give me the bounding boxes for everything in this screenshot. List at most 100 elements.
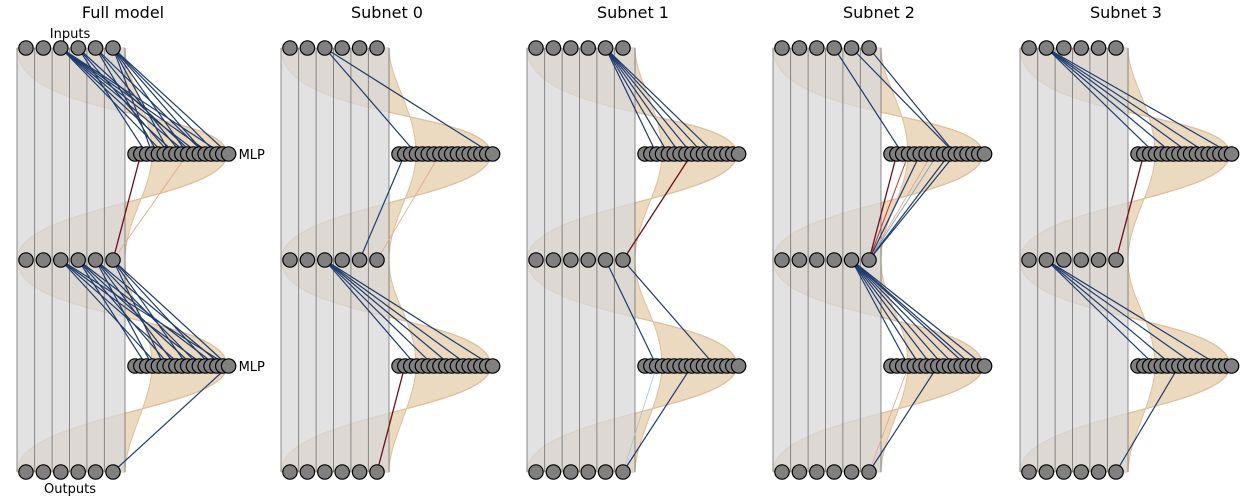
panel-title: Subnet 3 — [1090, 3, 1162, 22]
connection-edge — [324, 259, 435, 367]
connection-edge — [850, 259, 921, 367]
connection-edge — [1045, 47, 1192, 155]
connection-edge — [77, 47, 148, 155]
connection-edge — [1045, 47, 1174, 155]
mlp-neuron-l0 — [220, 146, 237, 162]
residual-node-2 — [826, 464, 842, 480]
panel-2: Subnet 1 — [526, 3, 747, 480]
panel-0: Full model — [16, 3, 237, 480]
residual-node-2 — [843, 464, 860, 480]
residual-node-2 — [580, 464, 596, 480]
connection-edge — [376, 365, 406, 473]
residual-node-0 — [580, 40, 596, 56]
connection-edge — [868, 153, 939, 261]
residual-node-1 — [105, 252, 121, 268]
connection-edge — [868, 153, 921, 261]
connection-edge — [60, 259, 183, 367]
residual-node-2 — [615, 464, 631, 480]
residual-node-1 — [826, 252, 842, 268]
connection-edge — [850, 259, 910, 367]
panel-title: Subnet 1 — [597, 3, 669, 22]
connection-edge — [324, 259, 453, 367]
connection-edge — [60, 47, 200, 155]
residual-node-2 — [70, 464, 86, 480]
residual-node-0 — [70, 40, 86, 56]
mlp-neuron-l0 — [976, 146, 993, 162]
connection-edge — [324, 47, 494, 155]
residual-node-0 — [87, 40, 104, 56]
residual-node-0 — [18, 40, 34, 56]
residual-node-1 — [791, 252, 808, 268]
outputs-label: Outputs — [44, 482, 96, 497]
residual-node-1 — [299, 252, 316, 268]
residual-node-0 — [52, 40, 69, 56]
connection-edge — [868, 153, 898, 261]
residual-node-2 — [1021, 464, 1037, 480]
connection-edge — [868, 153, 956, 261]
mlp-neuron-l1 — [484, 358, 501, 374]
connection-edge — [112, 47, 218, 155]
residual-node-2 — [774, 464, 790, 480]
connection-edge — [868, 153, 910, 261]
connection-edge — [868, 365, 909, 473]
residual-node-1 — [35, 252, 52, 268]
connection-edge — [604, 259, 658, 367]
connection-edge — [622, 365, 693, 473]
connection-edge — [1115, 153, 1145, 261]
residual-node-0 — [528, 40, 544, 56]
connection-edge — [324, 259, 494, 367]
residual-node-1 — [369, 252, 385, 268]
residual-node-0 — [597, 40, 614, 56]
residual-node-0 — [351, 40, 368, 56]
residual-node-1 — [18, 252, 34, 268]
panel-4: Subnet 3 — [1019, 3, 1240, 480]
mlp-neuron-l0 — [1223, 146, 1240, 162]
residual-node-0 — [615, 40, 631, 56]
mlp-label-layer-0: MLP — [239, 148, 265, 163]
connection-edge — [94, 259, 200, 367]
residual-node-2 — [597, 464, 614, 480]
residual-node-2 — [35, 464, 52, 480]
residual-node-1 — [1073, 252, 1089, 268]
connection-edge — [376, 153, 441, 261]
residual-node-1 — [52, 252, 69, 268]
residual-node-2 — [334, 464, 350, 480]
connection-edge — [604, 47, 716, 155]
residual-node-1 — [615, 252, 631, 268]
residual-node-2 — [791, 464, 808, 480]
connection-edge — [112, 259, 165, 367]
residual-node-0 — [774, 40, 790, 56]
mlp-label-layer-1: MLP — [239, 360, 265, 375]
connection-edge — [604, 47, 693, 155]
connection-edge — [604, 47, 658, 155]
connection-edge — [94, 259, 154, 367]
connection-edge — [324, 259, 418, 367]
connection-edge — [112, 259, 230, 367]
connection-edge — [112, 153, 189, 261]
connection-edge — [868, 365, 939, 473]
connection-edge — [868, 153, 933, 261]
connection-edge — [622, 153, 693, 261]
connection-edge — [622, 259, 716, 367]
connection-edge — [1115, 365, 1180, 473]
residual-node-0 — [299, 40, 316, 56]
connection-edge — [604, 47, 705, 155]
residual-node-0 — [562, 40, 579, 56]
connection-edge — [324, 259, 470, 367]
residual-node-2 — [282, 464, 298, 480]
connection-edge — [77, 47, 195, 155]
connection-edge — [868, 153, 951, 261]
residual-node-2 — [545, 464, 562, 480]
residual-node-1 — [580, 252, 596, 268]
residual-node-2 — [528, 464, 544, 480]
panel-3: Subnet 2 — [772, 3, 993, 480]
residual-node-2 — [1038, 464, 1055, 480]
connection-edge — [94, 47, 159, 155]
residual-node-2 — [1073, 464, 1089, 480]
residual-node-0 — [1108, 40, 1124, 56]
panel-title: Subnet 0 — [351, 3, 423, 22]
residual-node-0 — [282, 40, 298, 56]
connection-edge — [850, 47, 956, 155]
mlp-neuron-l0 — [484, 146, 501, 162]
connection-edge — [604, 47, 681, 155]
